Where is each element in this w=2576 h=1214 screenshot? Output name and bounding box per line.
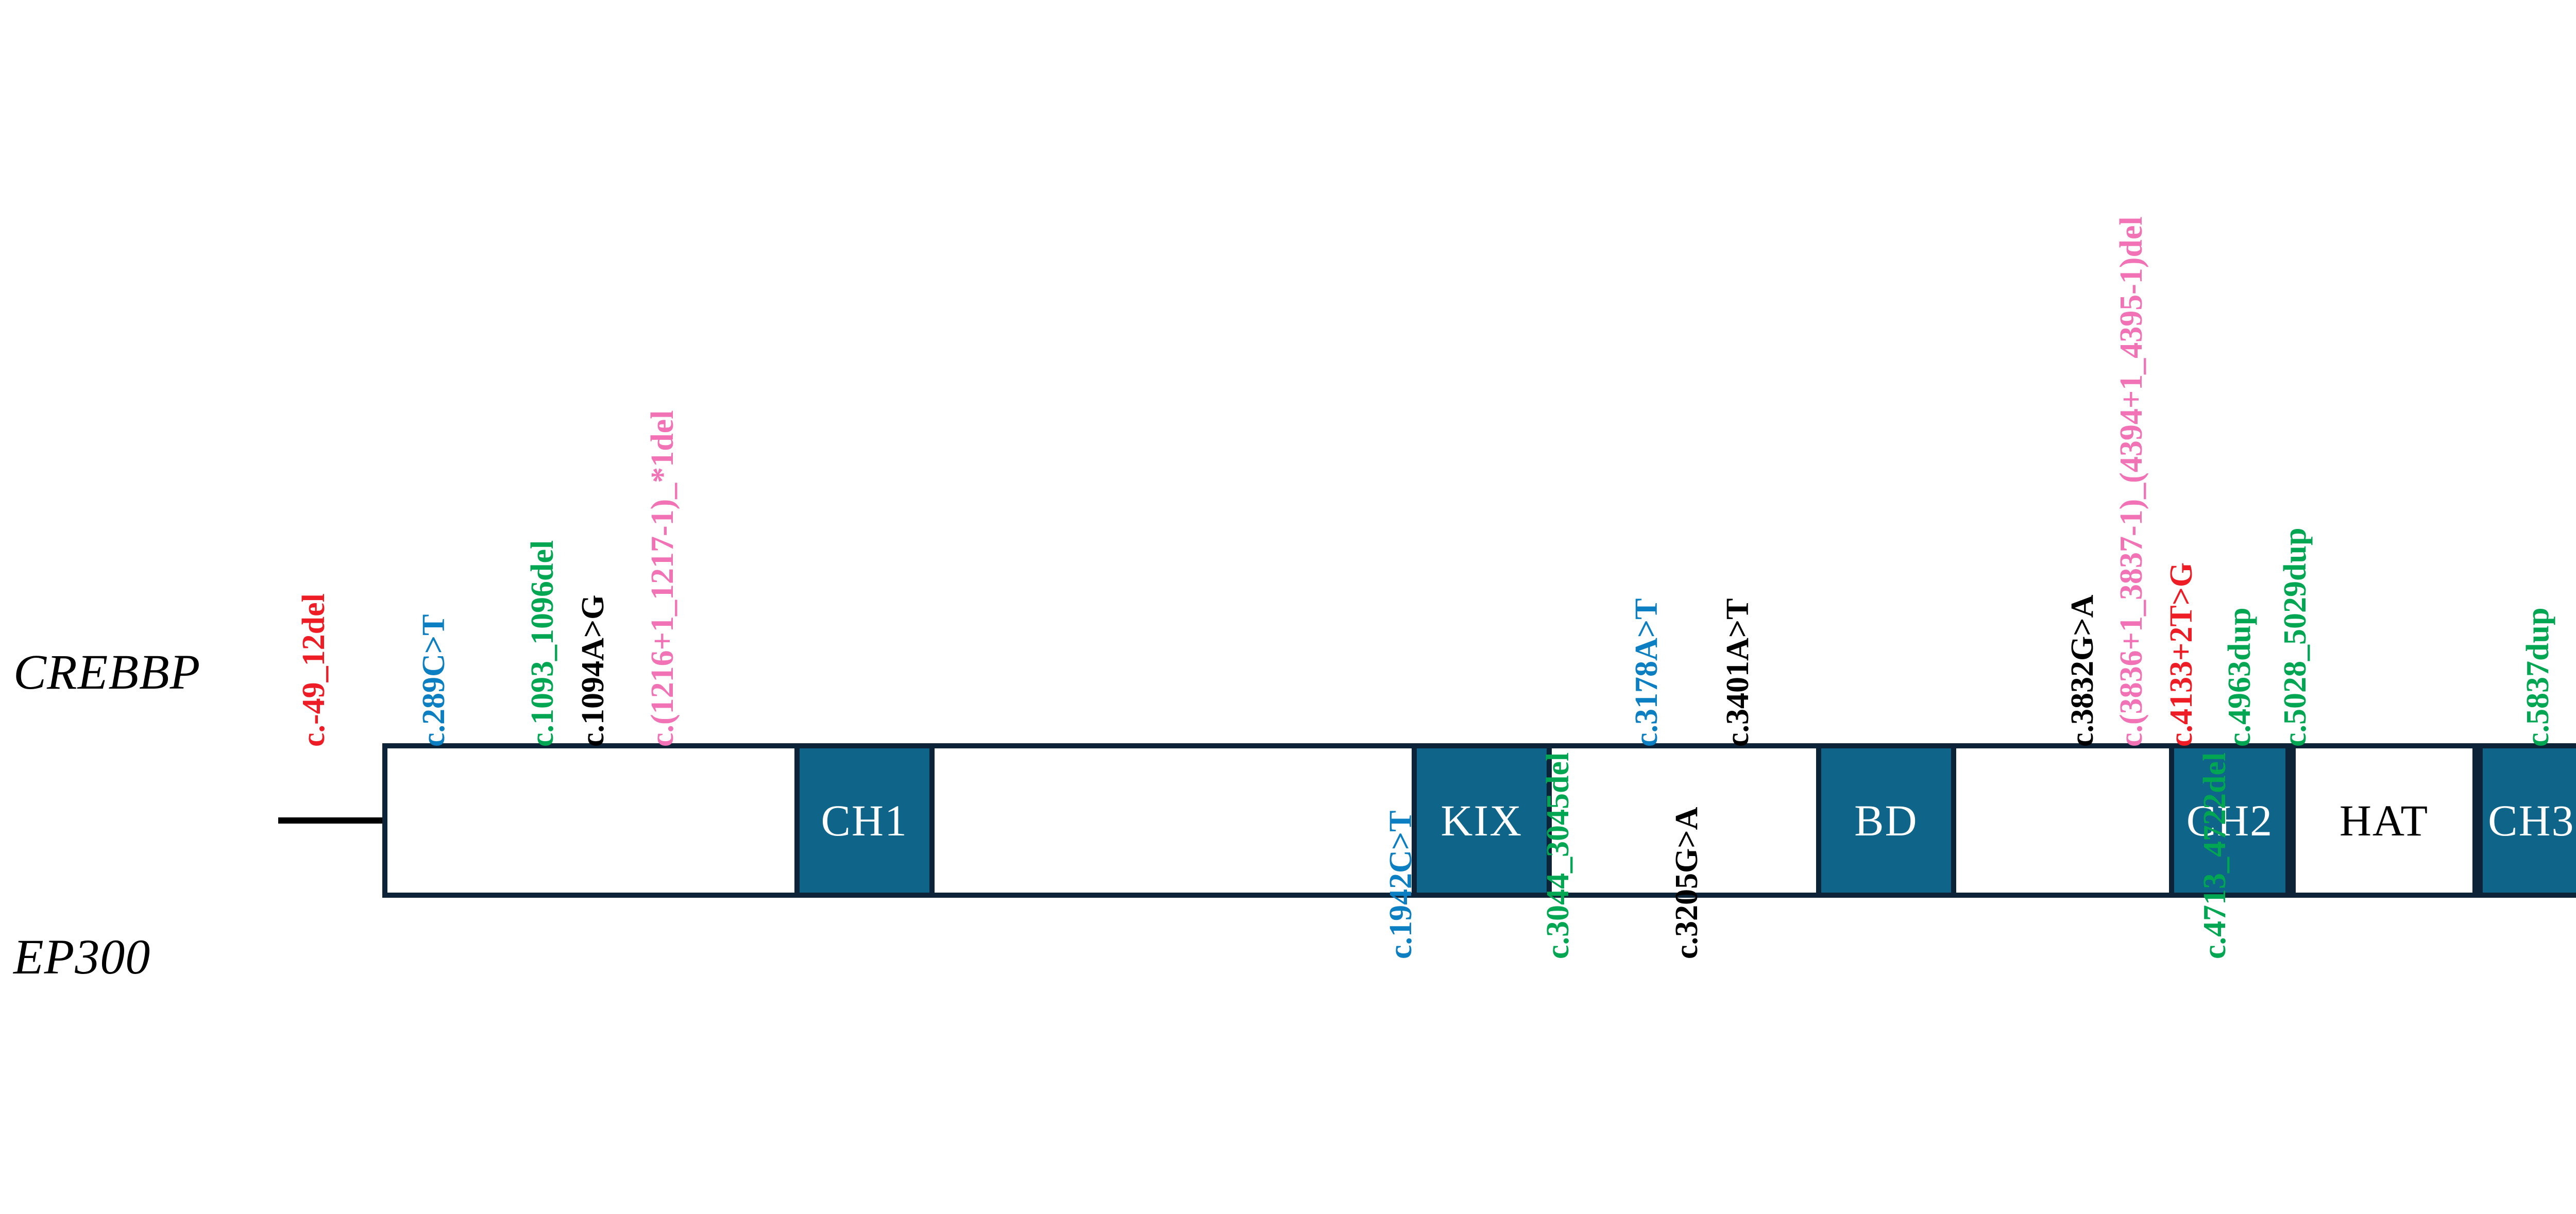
variant-label: c.1094A>G [575, 594, 611, 747]
variant-label: c.(3836+1_3837-1)_(4394+1_4395-1)del [2114, 216, 2149, 747]
variant-label: c.4713_4722del [2197, 752, 2232, 959]
variant-label: c.3044_3045del [1540, 752, 1575, 959]
variant-label: c.3832G>A [2065, 594, 2100, 747]
variant-label: c.3401A>T [1720, 598, 1755, 747]
domain-box-ch1: CH1 [794, 743, 935, 898]
domain-box-hat: HAT [2290, 743, 2478, 898]
domain-label-ch2: CH2 [2186, 796, 2274, 845]
n-terminal-line [278, 817, 384, 824]
variant-label: c.3178A>T [1629, 598, 1664, 747]
gene-label-crebbp: CREBBP [13, 644, 201, 699]
variant-label: c.1942C>T [1383, 810, 1418, 959]
domain-label-ch1: CH1 [821, 796, 908, 845]
domain-label-kix: KIX [1440, 796, 1523, 845]
domain-box-ch3: CH3 [2477, 743, 2576, 898]
protein-backbone-bar: CH1KIXBDCH2HATCH3Q [382, 743, 2576, 898]
domain-box-ch2: CH2 [2168, 743, 2291, 898]
variant-label: c.289C>T [416, 614, 451, 747]
domain-label-hat: HAT [2339, 796, 2429, 845]
variant-label: c.5028_5029dup [2278, 527, 2313, 747]
variant-label: c.-49_12del [296, 593, 331, 747]
domain-box-kix: KIX [1411, 743, 1552, 898]
variant-label: c.(1216+1_1217-1)_*1del [645, 410, 680, 747]
gene-label-ep300: EP300 [13, 929, 151, 984]
variant-label: c.5837dup [2520, 607, 2555, 747]
domain-label-ch3: CH3 [2488, 796, 2575, 845]
variant-label: c.4963dup [2222, 607, 2257, 747]
variant-label: c.4133+2T>G [2164, 562, 2199, 747]
domain-label-bd: BD [1854, 796, 1918, 845]
variant-label: c.3205G>A [1669, 807, 1704, 959]
domain-box-bd: BD [1816, 743, 1956, 898]
variant-label: c.1093_1096del [525, 540, 560, 747]
